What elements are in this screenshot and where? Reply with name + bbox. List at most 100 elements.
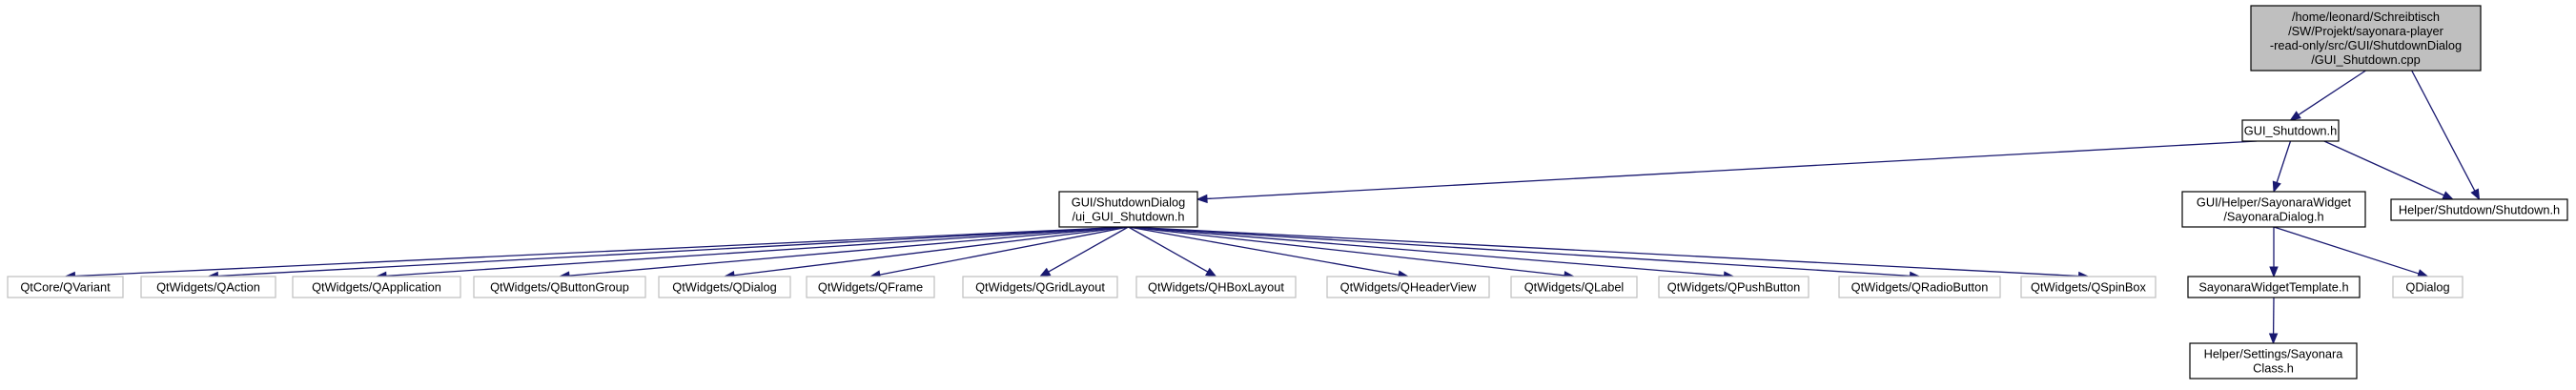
node-box — [2187, 276, 2361, 298]
edge-ui-gui-shutdown-h-to-qcore-qvariant — [74, 226, 1129, 277]
edge-ui-gui-shutdown-h-to-qlabel — [1128, 226, 1565, 277]
node-box — [292, 276, 461, 298]
node-label-line: QtCore/QVariant — [20, 280, 111, 295]
node-label-line: SayonaraWidgetTemplate.h — [2198, 280, 2348, 295]
node-label-line: QDialog — [2405, 280, 2449, 295]
node-qhboxlayout: QtWidgets/QHBoxLayout — [1135, 276, 1297, 298]
node-box — [2241, 119, 2340, 142]
node-qheaderview: QtWidgets/QHeaderView — [1326, 276, 1490, 298]
node-label-line: GUI/Helper/SayonaraWidget — [2197, 195, 2352, 210]
node-box — [1058, 191, 1198, 228]
node-label-line: Helper/Settings/Sayonara — [2204, 347, 2344, 361]
node-box — [140, 276, 276, 298]
edge-arrowhead — [2268, 333, 2279, 345]
edge-ui-gui-shutdown-h-to-qframe — [879, 226, 1129, 276]
node-box — [2189, 342, 2358, 380]
node-box — [962, 276, 1118, 298]
edge-gui-shutdown-h-to-ui-gui-shutdown-h — [1206, 140, 2258, 200]
node-label-line: -read-only/src/GUI/ShutdownDialog — [2270, 38, 2462, 52]
node-box — [1658, 276, 1809, 298]
node-qapplication: QtWidgets/QApplication — [292, 276, 461, 298]
edge-arrowhead — [1205, 267, 1217, 277]
node-label-line: QtWidgets/QButtonGroup — [490, 280, 629, 295]
edge-ui-gui-shutdown-h-to-qpushbutton — [1128, 226, 1725, 277]
node-box — [1135, 276, 1297, 298]
node-sayonara-widget-template-h[interactable]: SayonaraWidgetTemplate.h — [2187, 276, 2361, 298]
edge-arrowhead — [1038, 267, 1052, 277]
edge-root-to-shutdown-h — [2411, 70, 2476, 192]
edge-arrowhead — [2289, 111, 2301, 121]
node-qlabel: QtWidgets/QLabel — [1510, 276, 1638, 298]
node-label-line: /GUI_Shutdown.cpp — [2311, 52, 2421, 67]
node-box — [2020, 276, 2157, 298]
nodes-layer: /home/leonard/Schreibtisch/SW/Projekt/sa… — [7, 5, 2568, 380]
node-qcore-qvariant: QtCore/QVariant — [7, 276, 124, 298]
node-box — [1326, 276, 1490, 298]
node-label-line: QtWidgets/QDialog — [672, 280, 777, 295]
node-qaction: QtWidgets/QAction — [140, 276, 276, 298]
node-shutdown-h[interactable]: Helper/Shutdown/Shutdown.h — [2390, 198, 2568, 221]
edges-layer — [64, 70, 2481, 345]
node-box — [806, 276, 935, 298]
edge-arrowhead — [2442, 191, 2454, 200]
node-label-line: QtWidgets/QSpinBox — [2031, 280, 2147, 295]
node-label-line: /ui_GUI_Shutdown.h — [1072, 210, 1184, 224]
node-box — [2181, 191, 2366, 228]
edge-gui-shutdown-h-to-sayonara-dialog-h — [2276, 140, 2292, 183]
edge-ui-gui-shutdown-h-to-qbuttongroup — [568, 226, 1129, 277]
node-qspinbox: QtWidgets/QSpinBox — [2020, 276, 2157, 298]
node-ui-gui-shutdown-h[interactable]: GUI/ShutdownDialog/ui_GUI_Shutdown.h — [1058, 191, 1198, 228]
node-label-line: GUI/ShutdownDialog — [1072, 195, 1186, 210]
node-label-line: QtWidgets/QApplication — [312, 280, 441, 295]
node-label-line: QtWidgets/QLabel — [1524, 280, 1625, 295]
edge-ui-gui-shutdown-h-to-qgridlayout — [1048, 226, 1129, 273]
node-label-line: Helper/Shutdown/Shutdown.h — [2399, 203, 2560, 217]
edge-ui-gui-shutdown-h-to-qaction — [217, 226, 1129, 277]
node-label-line: QtWidgets/QFrame — [818, 280, 923, 295]
edge-ui-gui-shutdown-h-to-qapplication — [385, 226, 1129, 277]
node-box — [2250, 5, 2482, 72]
node-box — [2392, 276, 2464, 298]
edge-arrowhead — [1196, 194, 1208, 204]
edge-ui-gui-shutdown-h-to-qhboxlayout — [1128, 226, 1209, 273]
edge-ui-gui-shutdown-h-to-qradiobutton — [1128, 226, 1911, 277]
node-qpushbutton: QtWidgets/QPushButton — [1658, 276, 1809, 298]
node-label-line: QtWidgets/QHBoxLayout — [1148, 280, 1284, 295]
node-label-line: QtWidgets/QRadioButton — [1851, 280, 1989, 295]
node-box — [2390, 198, 2568, 221]
node-label-line: GUI_Shutdown.h — [2244, 124, 2337, 138]
node-label-line: QtWidgets/QAction — [156, 280, 260, 295]
node-box — [1838, 276, 2001, 298]
node-qradiobutton: QtWidgets/QRadioButton — [1838, 276, 2001, 298]
edge-arrowhead — [2470, 188, 2481, 201]
node-qbuttongroup: QtWidgets/QButtonGroup — [473, 276, 646, 298]
node-sayonara-dialog-h[interactable]: GUI/Helper/SayonaraWidget/SayonaraDialog… — [2181, 191, 2366, 228]
node-gui-shutdown-h[interactable]: GUI_Shutdown.h — [2241, 119, 2340, 142]
edge-arrowhead — [2269, 266, 2279, 278]
node-label-line: /home/leonard/Schreibtisch — [2292, 10, 2440, 24]
node-label-line: Class.h — [2253, 361, 2294, 376]
node-qdialog: QDialog — [2392, 276, 2464, 298]
edge-arrowhead — [2272, 180, 2281, 194]
edge-sayonara-dialog-h-to-qdialog — [2273, 226, 2420, 275]
node-root[interactable]: /home/leonard/Schreibtisch/SW/Projekt/sa… — [2250, 5, 2482, 72]
edge-ui-gui-shutdown-h-to-qdialog-w — [733, 226, 1129, 277]
node-qgridlayout: QtWidgets/QGridLayout — [962, 276, 1118, 298]
node-box — [473, 276, 646, 298]
node-qdialog-w: QtWidgets/QDialog — [658, 276, 791, 298]
edge-gui-shutdown-h-to-shutdown-h — [2323, 140, 2444, 196]
node-box — [7, 276, 124, 298]
node-label-line: QtWidgets/QGridLayout — [975, 280, 1105, 295]
node-qframe: QtWidgets/QFrame — [806, 276, 935, 298]
node-label-line: QtWidgets/QPushButton — [1667, 280, 1800, 295]
node-box — [1510, 276, 1638, 298]
edge-root-to-gui-shutdown-h — [2298, 70, 2366, 116]
node-label-line: QtWidgets/QHeaderView — [1340, 280, 1477, 295]
edge-ui-gui-shutdown-h-to-qspinbox — [1128, 226, 2079, 277]
node-label-line: /SayonaraDialog.h — [2223, 210, 2323, 224]
edge-ui-gui-shutdown-h-to-qheaderview — [1128, 226, 1400, 276]
node-box — [658, 276, 791, 298]
node-label-line: /SW/Projekt/sayonara-player — [2288, 24, 2444, 38]
